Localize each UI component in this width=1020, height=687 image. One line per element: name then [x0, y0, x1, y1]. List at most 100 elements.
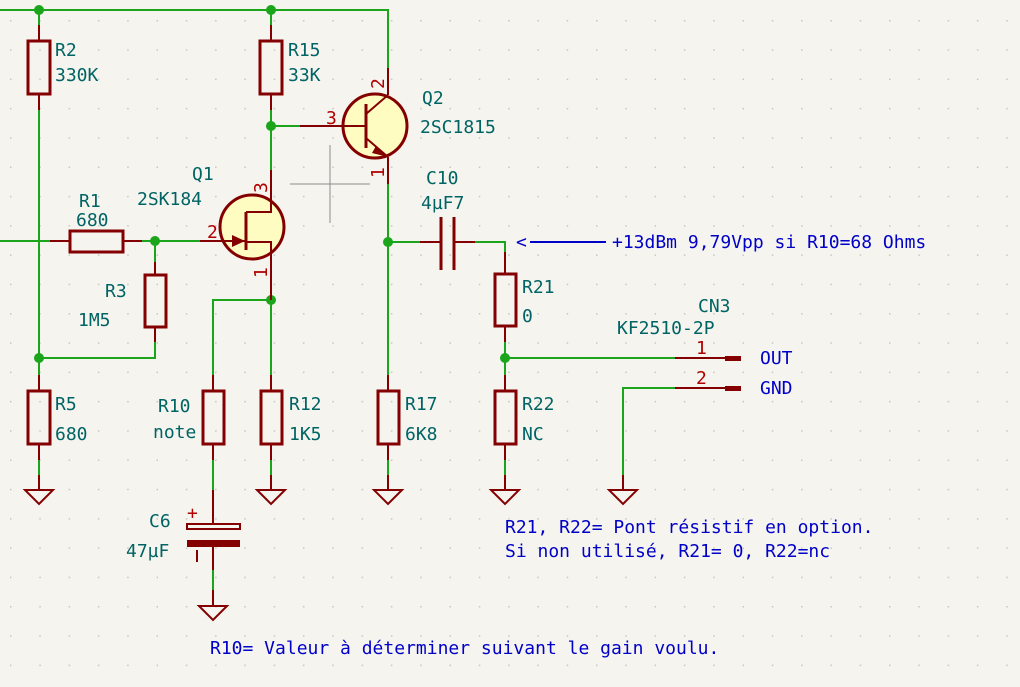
c10-ref: C10 — [426, 168, 459, 189]
cn3-pin-2: 2 — [696, 368, 707, 389]
wire-c10-r21[interactable] — [475, 241, 506, 262]
wire-source-r10[interactable] — [212, 299, 271, 375]
transistor-q1[interactable]: 2 3 1 Q1 2SK184 — [137, 164, 286, 300]
resistor-body — [68, 229, 125, 254]
resistor-r10[interactable]: R10 note — [153, 375, 226, 460]
r5-value: 680 — [55, 424, 88, 445]
ground-icon — [371, 475, 405, 506]
c6-plus-sign: + — [187, 503, 198, 524]
resistor-body — [493, 389, 518, 446]
resistor-r12[interactable]: R12 1K5 — [259, 375, 322, 460]
r5-ref: R5 — [55, 394, 77, 415]
resistor-r15[interactable]: R15 33K — [258, 25, 321, 110]
q1-pin-source: 1 — [251, 267, 272, 278]
junction-dot — [383, 237, 393, 247]
r15-ref: R15 — [288, 40, 321, 61]
ground-icon — [22, 475, 56, 506]
resistor-body — [376, 389, 401, 446]
r21-value: 0 — [522, 306, 533, 327]
r10-ref: R10 — [158, 396, 191, 417]
r12-value: 1K5 — [289, 424, 322, 445]
r1-ref: R1 — [79, 191, 101, 212]
resistor-r3[interactable]: R3 1M5 — [78, 262, 168, 342]
resistor-r17[interactable]: R17 6K8 — [376, 375, 438, 460]
capacitor-c10[interactable]: C10 4µF7 — [420, 168, 475, 270]
output-level-note: +13dBm 9,79Vpp si R10=68 Ohms — [612, 232, 926, 253]
divider-note-line1: R21, R22= Pont résistif en option. — [505, 517, 873, 538]
q1-value: 2SK184 — [137, 189, 202, 210]
cn3-pin-1: 1 — [696, 338, 707, 359]
junction-dot — [266, 121, 276, 131]
wires — [0, 9, 675, 590]
transistor-body — [218, 193, 286, 261]
ground-symbols — [22, 475, 640, 622]
transistor-q2[interactable]: 3 2 1 Q2 2SC1815 — [300, 68, 496, 184]
r10-note: R10= Valeur à déterminer suivant le gain… — [210, 638, 719, 659]
negative-plate — [187, 540, 240, 547]
junction-dot — [34, 353, 44, 363]
r17-value: 6K8 — [405, 424, 438, 445]
r1-value: 680 — [76, 210, 109, 231]
resistor-r22[interactable]: R22 NC — [493, 375, 555, 460]
junction-dot — [34, 5, 44, 15]
junction-dot — [266, 5, 276, 15]
cn3-ref: CN3 — [698, 296, 731, 317]
r12-ref: R12 — [289, 394, 322, 415]
resistor-r5[interactable]: R5 680 — [26, 375, 88, 460]
resistor-body — [259, 389, 284, 446]
q2-pin-base: 3 — [326, 108, 337, 129]
capacitor-c6[interactable]: + C6 47µF — [126, 490, 241, 570]
q1-ref: Q1 — [192, 164, 214, 185]
resistor-r2[interactable]: R2 330K — [26, 25, 99, 110]
r3-ref: R3 — [105, 281, 127, 302]
wire-r3-bottom[interactable] — [39, 342, 156, 359]
resistor-r21[interactable]: R21 0 — [493, 252, 555, 342]
cn3-value: KF2510-2P — [617, 318, 715, 339]
pin-1-contact — [725, 356, 741, 361]
junction-dot — [150, 236, 160, 246]
wire-vcc-rail[interactable] — [0, 9, 389, 68]
ground-icon — [254, 475, 288, 506]
ground-icon — [606, 475, 640, 506]
r10-value: note — [153, 422, 196, 443]
annotations: < +13dBm 9,79Vpp si R10=68 Ohms R21, R22… — [210, 232, 926, 659]
connector-cn3[interactable]: 1 2 OUT GND CN3 KF2510-2P — [617, 296, 793, 399]
r22-ref: R22 — [522, 394, 555, 415]
r15-value: 33K — [288, 65, 321, 86]
c10-value: 4µF7 — [421, 193, 464, 214]
r2-value: 330K — [55, 65, 99, 86]
pin-2-contact — [725, 386, 741, 391]
divider-note-line2: Si non utilisé, R21= 0, R22=nc — [505, 541, 830, 562]
r2-ref: R2 — [55, 40, 77, 61]
resistor-body — [201, 389, 226, 446]
crosshair-cursor-icon — [290, 145, 370, 223]
ground-icon — [488, 475, 522, 506]
c6-value: 47µF — [126, 541, 169, 562]
r21-ref: R21 — [522, 277, 555, 298]
resistor-body — [26, 39, 52, 96]
ground-icon — [196, 590, 230, 622]
r17-ref: R17 — [405, 394, 438, 415]
q2-pin-emitter: 1 — [368, 167, 389, 178]
wire-gnd-connector[interactable] — [622, 387, 675, 475]
resistor-body — [26, 389, 52, 446]
resistor-r1[interactable]: R1 680 — [50, 191, 142, 254]
resistor-body — [258, 39, 284, 96]
output-arrow-head: < — [516, 232, 527, 253]
junctions — [34, 5, 510, 363]
r22-value: NC — [522, 424, 544, 445]
junction-dot — [500, 353, 510, 363]
q2-pin-collector: 2 — [368, 78, 389, 89]
resistor-body — [493, 272, 518, 328]
cn3-label-out: OUT — [760, 348, 793, 369]
r3-value: 1M5 — [78, 310, 111, 331]
c6-ref: C6 — [149, 511, 171, 532]
q1-pin-gate: 2 — [207, 222, 218, 243]
gate-arrow-icon — [232, 235, 245, 247]
grid-dots — [10, 20, 1008, 667]
cn3-label-gnd: GND — [760, 378, 793, 399]
q1-pin-drain: 3 — [251, 182, 272, 193]
emitter-arrow-icon — [372, 146, 388, 157]
resistor-body — [143, 273, 168, 329]
